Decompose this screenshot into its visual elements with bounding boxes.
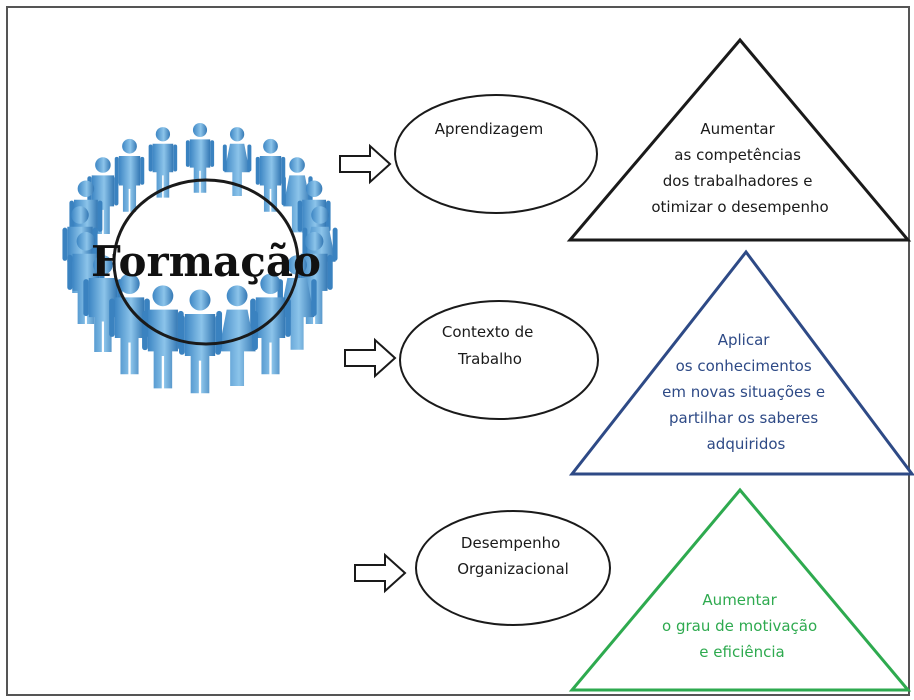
hub-ring xyxy=(112,178,300,346)
hub-title: Formação xyxy=(91,237,321,286)
person-figure-icon xyxy=(250,273,291,375)
person-figure-icon xyxy=(281,157,313,233)
outcome-triangle-1 xyxy=(566,37,912,242)
person-figure-icon xyxy=(148,127,178,198)
stage-ellipse-aprendizagem xyxy=(394,94,598,214)
person-figure-icon xyxy=(222,127,252,197)
outcome-text-1: Aumentar as competências dos trabalhador… xyxy=(651,120,828,216)
outcome-text-3: Aumentar o grau de motivação e eficiênci… xyxy=(662,591,822,661)
outcome-triangle-2 xyxy=(568,249,914,476)
stage-label-contexto: Contexto de Trabalho xyxy=(442,323,538,368)
stage-ellipse-desempenho xyxy=(415,510,611,626)
arrow-3 xyxy=(354,552,407,594)
stage-ellipse-contexto xyxy=(399,300,599,420)
stage-label-desempenho: Desempenho Organizacional xyxy=(457,534,569,578)
stage-label-aprendizagem: Aprendizagem xyxy=(435,120,543,138)
arrow-2 xyxy=(344,337,397,379)
person-figure-icon xyxy=(255,138,286,212)
arrow-1 xyxy=(339,143,392,185)
outcome-triangle-3 xyxy=(568,487,912,692)
outcome-text-2: Aplicar os conhecimentos em novas situaç… xyxy=(662,331,830,453)
person-figure-icon xyxy=(114,138,145,212)
